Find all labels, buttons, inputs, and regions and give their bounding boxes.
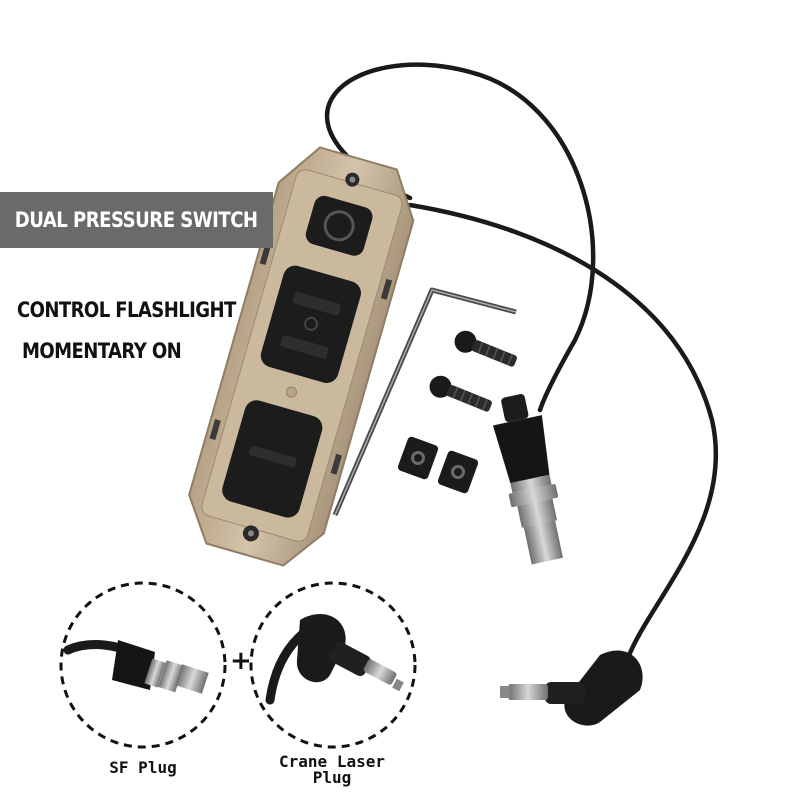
cable-to-sf-plug	[324, 62, 596, 413]
crane-plug-caption: Crane Laser Plug	[262, 754, 402, 786]
crane-plug-detail-circle	[249, 581, 417, 749]
sf-plug-detail-circle	[59, 581, 227, 749]
mounting-screw-1	[454, 330, 517, 367]
feature-line-1: CONTROL FLASHLIGHT	[17, 298, 236, 322]
mounting-nut-1	[397, 436, 439, 480]
mounting-nut-2	[437, 450, 479, 494]
cable-to-crane-plug	[407, 202, 719, 661]
title-banner: DUAL PRESSURE SWITCH	[0, 192, 273, 248]
title-banner-text: DUAL PRESSURE SWITCH	[15, 208, 258, 232]
sf-plug	[492, 394, 564, 565]
plus-separator: +	[230, 646, 252, 676]
mounting-screw-2	[429, 375, 492, 412]
crane-laser-plug	[500, 650, 643, 726]
sf-plug-caption: SF Plug	[109, 758, 177, 777]
feature-line-2: MOMENTARY ON	[22, 339, 182, 363]
pressure-switch-body	[188, 146, 415, 567]
crane-plug-caption-line-2: Plug	[312, 768, 352, 787]
crane-plug-caption-line-1: Crane Laser	[279, 752, 385, 771]
